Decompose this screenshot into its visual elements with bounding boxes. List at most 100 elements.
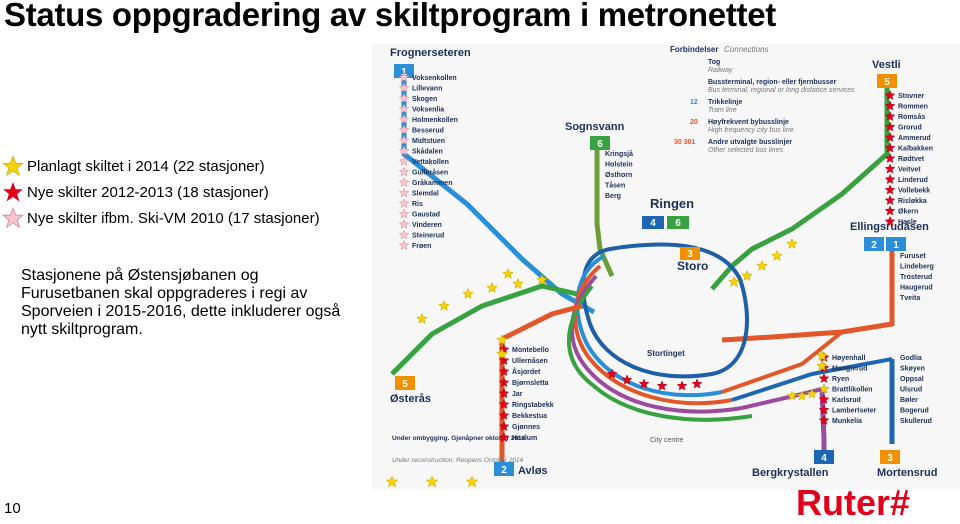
- station-label: Kringsjå: [605, 150, 633, 158]
- pink-star-icon: [398, 124, 410, 135]
- reconstruction-note: Under ombygging. Gjenåpner oktober 2014 …: [392, 434, 526, 464]
- station-label: Risløkka: [898, 198, 927, 205]
- conn-hf-bus-code: 20: [690, 119, 698, 126]
- badge-line4: 4: [821, 453, 827, 464]
- station-label: Berg: [605, 193, 621, 200]
- terminus-frognerseteren: Frognerseteren: [390, 47, 471, 59]
- yellow-star-icon: [496, 347, 508, 359]
- station-label: Midtstuen: [412, 138, 445, 145]
- yellow-star-icon: [416, 312, 428, 324]
- station-label: Veitvet: [898, 167, 921, 174]
- conn-bus-terminal-en: Bus terminal, regional or long distance …: [708, 87, 855, 94]
- terminus-bergkrystallen: Bergkrystallen: [752, 467, 829, 479]
- badge-line6: 6: [597, 139, 603, 150]
- yellow-star-icon: [771, 249, 783, 261]
- red-star-icon: [884, 121, 896, 132]
- terminus-ellingsrudasen: Ellingsrudåsen: [850, 221, 929, 233]
- label-ringen: Ringen: [650, 196, 694, 211]
- yellow-star-icon: [816, 359, 828, 371]
- station-label: Tveita: [900, 295, 920, 302]
- station-label: Stovner: [898, 93, 924, 100]
- station-label: Besserud: [412, 128, 444, 135]
- red-star-icon: [498, 420, 510, 432]
- yellow-star-icon: [438, 299, 450, 311]
- conn-hf-bus: Høyfrekvent bybusslinje: [708, 119, 789, 126]
- label-storo: Storo: [677, 259, 708, 273]
- badge-line2: 2: [871, 240, 877, 251]
- yellow-star-icon: [465, 475, 479, 488]
- red-star-icon: [884, 215, 896, 227]
- terminus-vestli: Vestli: [872, 59, 901, 71]
- station-label: Gaustad: [412, 212, 440, 219]
- yellow-star-icon: [806, 388, 818, 399]
- conn-hf-bus-en: High frequency city bus line: [708, 127, 794, 134]
- red-star-icon: [498, 365, 510, 377]
- label-city-centre: City centre: [650, 437, 684, 444]
- red-star-icon: [884, 173, 896, 185]
- page-number: 10: [4, 500, 21, 517]
- pink-star-icon: [398, 92, 410, 104]
- red-star-icon: [818, 372, 830, 384]
- badge-line3: 3: [887, 453, 893, 464]
- red-star-icon: [638, 378, 650, 389]
- yellow-star-icon: [385, 475, 399, 488]
- yellow-star-icon: [818, 383, 830, 394]
- station-label: Vollebekk: [898, 188, 930, 195]
- conn-other-bus: Andre utvalgte busslinjer: [708, 139, 792, 146]
- legend-label: Nye skilter ifbm. Ski-VM 2010 (17 stasjo…: [27, 209, 320, 227]
- station-label: Rødtvet: [898, 156, 925, 163]
- yellow-star-icon: [796, 390, 808, 401]
- red-star-icon: [884, 100, 896, 111]
- station-label: Oppsal: [900, 376, 924, 383]
- station-label: Ammerud: [898, 135, 931, 142]
- red-star-icon: [498, 354, 510, 366]
- yellow-star-icon: [756, 259, 768, 271]
- red-star-icon: [884, 194, 896, 206]
- station-label: Ringstabekk: [512, 402, 554, 409]
- badge-line2-west: 2: [501, 465, 507, 476]
- station-label: Trosterud: [900, 274, 932, 281]
- yellow-star-icon: [512, 277, 524, 289]
- red-star-icon: [3, 182, 23, 202]
- pink-star-icon: [398, 71, 410, 83]
- reconstruction-text-en: Under reconstruction. Reopens October 20…: [392, 457, 524, 464]
- station-label: Munkelia: [832, 418, 862, 425]
- station-label: Lindeberg: [900, 264, 934, 271]
- reconstruction-text: Under ombygging. Gjenåpner oktober 2014: [392, 434, 526, 442]
- yellow-star-icon: [786, 390, 798, 401]
- yellow-star-icon: [462, 287, 474, 299]
- connections-title: Forbindelser: [670, 45, 718, 54]
- yellow-star-icon: [486, 281, 498, 293]
- station-label: Ris: [412, 201, 423, 208]
- pink-star-icon: [398, 113, 410, 125]
- terminus-mortensrud: Mortensrud: [877, 467, 938, 479]
- red-star-icon: [818, 414, 830, 426]
- station-label: Rommen: [898, 104, 928, 111]
- page-title: Status oppgradering av skiltprogram i me…: [4, 0, 776, 33]
- station-label: Brattlikollen: [832, 387, 872, 394]
- station-label: Åsjordet: [512, 367, 541, 376]
- red-star-icon: [498, 387, 510, 399]
- station-label: Haslum: [512, 435, 537, 442]
- station-label: Kalbakken: [898, 146, 933, 153]
- station-label: Jar: [512, 391, 523, 398]
- station-label: Skådalen: [412, 148, 443, 156]
- station-label: Vinderen: [412, 222, 442, 229]
- yellow-star-icon: [786, 237, 798, 249]
- red-star-icon: [884, 142, 896, 153]
- red-star-icon: [818, 393, 830, 405]
- pink-star-icon: [398, 176, 410, 188]
- badge-line5-west: 5: [402, 379, 408, 390]
- line-badges: 1 6 5 2 1 5 2 4 3 4 6 3: [394, 64, 906, 476]
- station-label: Ulsrud: [900, 387, 922, 394]
- station-label: Tåsen: [605, 182, 625, 190]
- station-label: Holstein: [605, 162, 633, 169]
- connections-legend: Forbindelser Connections Tog Railway Bus…: [670, 45, 855, 154]
- legend-item-new-2012-2013: Nye skilter 2012-2013 (18 stasjoner): [2, 179, 320, 205]
- red-star-icon: [884, 131, 896, 143]
- red-star-icon: [884, 184, 896, 195]
- station-label: Østhorn: [605, 172, 632, 179]
- terminus-avlos: Avløs: [518, 465, 548, 477]
- station-label: Holmenkollen: [412, 117, 458, 124]
- station-label: Karlsrud: [832, 397, 861, 404]
